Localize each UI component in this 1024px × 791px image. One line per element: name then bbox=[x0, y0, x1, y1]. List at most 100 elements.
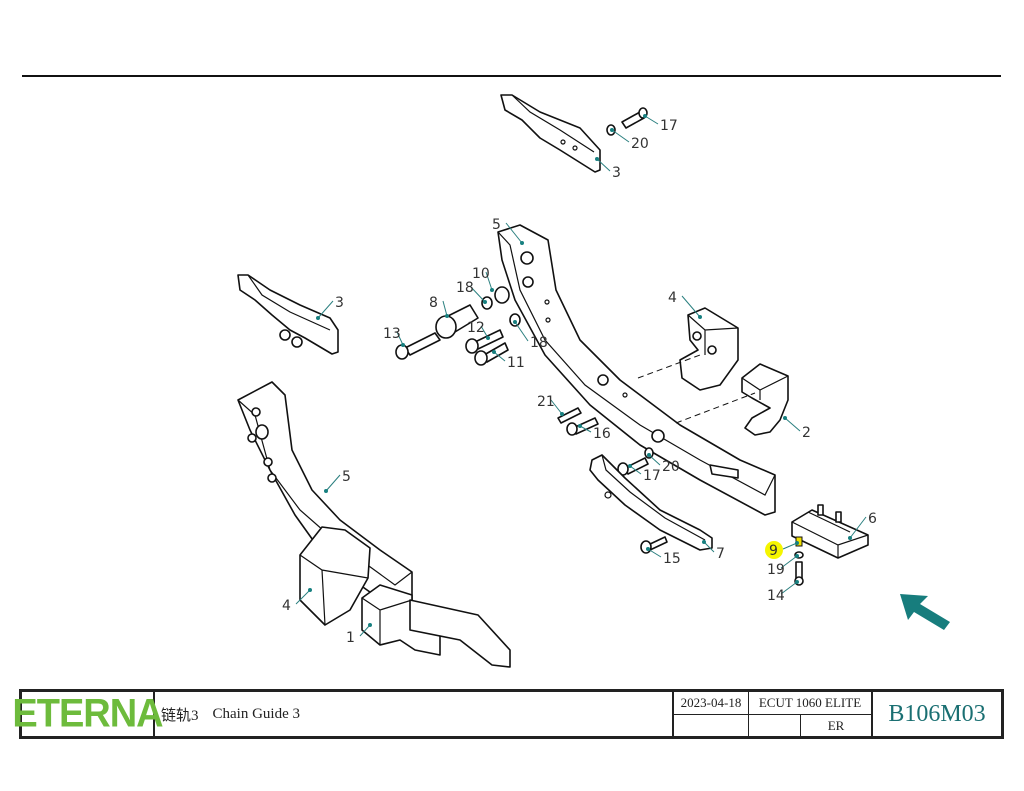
callout-dot bbox=[595, 157, 599, 161]
callout-11: 11 bbox=[507, 355, 525, 371]
part-2-clamp bbox=[741, 363, 789, 436]
callout-14: 14 bbox=[767, 588, 785, 604]
part-1-mount bbox=[361, 584, 511, 668]
callout-12: 12 bbox=[467, 320, 485, 336]
part-7-bracket bbox=[589, 454, 713, 551]
callout-leader-line bbox=[703, 541, 715, 553]
bolts-8-10-11-12-13-18 bbox=[395, 286, 521, 366]
part-4-block-left bbox=[299, 526, 371, 626]
callout-6: 6 bbox=[868, 511, 877, 527]
callout-dot bbox=[316, 316, 320, 320]
callout-18: 18 bbox=[530, 335, 548, 351]
callout-dot bbox=[610, 128, 614, 132]
callout-dot bbox=[368, 623, 372, 627]
callout-dot bbox=[483, 300, 487, 304]
callout-leader-line bbox=[596, 158, 611, 172]
callout-3: 3 bbox=[335, 295, 344, 311]
callout-dot bbox=[492, 350, 496, 354]
callout-18: 18 bbox=[456, 280, 474, 296]
bolts-16-17-20-21 bbox=[557, 407, 654, 476]
callout-leader-line bbox=[396, 331, 404, 346]
part-6-plate bbox=[791, 504, 869, 559]
callout-dot bbox=[702, 540, 706, 544]
callout-leader-line bbox=[325, 474, 341, 492]
callout-16: 16 bbox=[593, 426, 611, 442]
callout-9: 9 bbox=[769, 543, 778, 559]
callout-3: 3 bbox=[612, 165, 621, 181]
callout-dot bbox=[628, 464, 632, 468]
callout-leader-line bbox=[485, 271, 493, 291]
callout-leader-line bbox=[359, 624, 371, 637]
part-4-block-right bbox=[679, 307, 739, 391]
callout-leader-line bbox=[480, 325, 489, 339]
callout-1: 1 bbox=[346, 630, 355, 646]
callout-leader-line bbox=[295, 589, 311, 605]
bolt-17-top bbox=[606, 107, 648, 136]
callout-15: 15 bbox=[663, 551, 681, 567]
callout-leader-line bbox=[611, 129, 630, 143]
callout-leader-line bbox=[493, 351, 506, 362]
part-name-en: Chain Guide 3 bbox=[212, 705, 301, 722]
callout-dot bbox=[560, 412, 564, 416]
title-block-grid: 2023-04-18 ECUT 1060 ELITE ER bbox=[674, 692, 873, 737]
date-cell: 2023-04-18 bbox=[674, 692, 749, 715]
callout-dot bbox=[783, 416, 787, 420]
callout-20: 20 bbox=[631, 136, 649, 152]
callout-leader-line bbox=[317, 300, 334, 319]
drawing-number: B106M03 bbox=[888, 700, 986, 727]
part-description: 链轨3 Chain Guide 3 bbox=[155, 692, 674, 736]
callout-13: 13 bbox=[383, 326, 401, 342]
callout-leader-line bbox=[784, 417, 801, 432]
callout-leader-line bbox=[780, 555, 798, 569]
callout-dot bbox=[324, 489, 328, 493]
callout-17: 17 bbox=[643, 468, 661, 484]
callout-dot bbox=[513, 320, 517, 324]
empty-cell bbox=[749, 715, 801, 737]
callout-7: 7 bbox=[716, 546, 725, 562]
part-5-main-rail-right bbox=[497, 224, 776, 516]
callout-4: 4 bbox=[282, 598, 291, 614]
callout-leader-line bbox=[629, 465, 642, 475]
callout-dot bbox=[795, 580, 799, 584]
callout-2: 2 bbox=[802, 425, 811, 441]
callout-dot bbox=[643, 114, 647, 118]
callout-dot bbox=[308, 588, 312, 592]
callout-leader-line bbox=[550, 399, 563, 415]
callout-leader-line bbox=[681, 295, 701, 318]
callout-dot bbox=[848, 536, 852, 540]
callout-dot bbox=[490, 288, 494, 292]
callout-4: 4 bbox=[668, 290, 677, 306]
callout-10: 10 bbox=[472, 266, 490, 282]
callout-dot bbox=[578, 424, 582, 428]
callout-leader-line bbox=[647, 548, 662, 558]
callout-dot bbox=[698, 315, 702, 319]
callout-dot bbox=[646, 547, 650, 551]
callout-leader-line bbox=[469, 285, 486, 303]
title-block: ETERNA 链轨3 Chain Guide 3 2023-04-18 ECUT… bbox=[12, 689, 1004, 739]
callout-dot bbox=[401, 343, 405, 347]
callout-highlight bbox=[765, 541, 783, 559]
callout-dot bbox=[647, 453, 651, 457]
callout-leader-line bbox=[648, 454, 661, 466]
callout-leader-line bbox=[849, 516, 867, 539]
callout-leader-line bbox=[780, 581, 798, 595]
author-cell: ER bbox=[827, 718, 845, 733]
part-3-top-chain-guide bbox=[500, 94, 601, 173]
callout-leader-line bbox=[644, 115, 659, 125]
part-3-left-chain-guide bbox=[237, 274, 339, 355]
empty-cell bbox=[674, 715, 749, 737]
callout-leader-line bbox=[442, 300, 448, 317]
callout-leader-line bbox=[782, 542, 798, 550]
eterna-logo: ETERNA bbox=[12, 690, 164, 738]
view-direction-arrow-icon bbox=[898, 592, 954, 636]
callout-17: 17 bbox=[660, 118, 678, 134]
callout-dot bbox=[795, 541, 799, 545]
callout-dot bbox=[445, 314, 449, 318]
callout-leader-line bbox=[505, 222, 523, 244]
header-rule bbox=[22, 75, 1001, 77]
callout-8: 8 bbox=[429, 295, 438, 311]
callout-5: 5 bbox=[342, 469, 351, 485]
callout-20: 20 bbox=[662, 459, 680, 475]
